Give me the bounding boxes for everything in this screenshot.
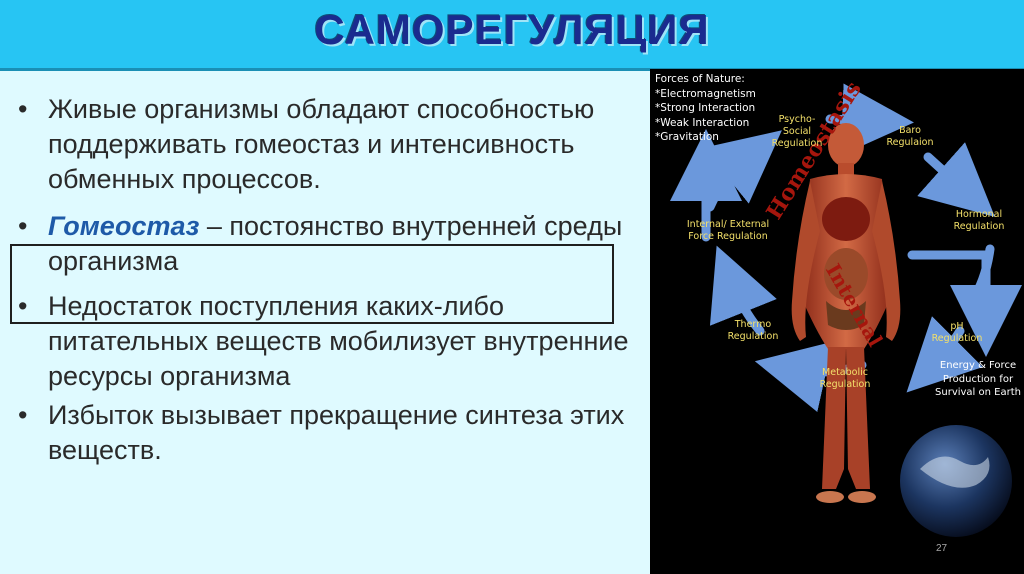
forces-of-nature-list: Forces of Nature: *Electromagnetism *Str…	[655, 72, 756, 145]
slide-number: 27	[936, 543, 948, 554]
energy-force-text: Energy & Force Production for Survival o…	[935, 360, 1021, 398]
label-baro: Baro Regulaion	[886, 125, 934, 148]
bullet-dot: •	[18, 94, 28, 124]
label-ph: pH Regulation	[931, 321, 983, 344]
forces-title: Forces of Nature:	[655, 73, 745, 85]
label-thermo: Thermo Regulation	[727, 319, 779, 342]
slide-title: САМОРЕГУЛЯЦИЯ	[314, 6, 710, 53]
definition-box	[10, 244, 614, 324]
bullet-text: Живые организмы обладают способностью по…	[48, 94, 595, 194]
bullet-list: • Живые организмы обладают способностью …	[14, 92, 644, 470]
bullet-text: – постоянство внутренней среды организма	[48, 211, 623, 276]
bullet-dot: •	[18, 211, 28, 241]
homeostasis-diagram-image: Homeostasis Internal Forces of Nature: *…	[650, 69, 1024, 574]
bullet-dot: •	[18, 400, 28, 430]
bullet-item-definition: • Гомеостаз – постоянство внутренней сре…	[14, 209, 644, 279]
homeostasis-illustration: Homeostasis Internal	[670, 77, 1022, 537]
bullet-text: Недостаток поступления каких-либо питате…	[48, 291, 629, 391]
force-item: *Strong Interaction	[655, 102, 756, 114]
human-anatomy-figure	[791, 123, 901, 503]
bullet-item: • Живые организмы обладают способностью …	[14, 92, 644, 197]
force-item: *Weak Interaction	[655, 116, 750, 129]
label-psycho-social: Psycho- Social Regulation	[771, 114, 823, 149]
force-item: *Gravitation	[655, 131, 719, 143]
term-homeostasis: Гомеостаз	[48, 211, 200, 241]
bullet-item: • Недостаток поступления каких-либо пита…	[14, 289, 644, 394]
bullet-dot: •	[18, 291, 28, 321]
label-internal-external: Internal/ External Force Regulation	[686, 219, 770, 242]
bullet-item: • Избыток вызывает прекращение синтеза э…	[14, 398, 644, 468]
label-hormonal: Hormonal Regulation	[953, 209, 1005, 232]
force-item: *Electromagnetism	[655, 87, 756, 100]
regulation-cycle-arrows	[670, 83, 1022, 412]
earth-cloud	[920, 456, 990, 488]
title-bar	[0, 0, 1024, 71]
label-metabolic: Metabolic Regulation	[819, 367, 871, 390]
bullet-text: Избыток вызывает прекращение синтеза эти…	[48, 400, 625, 465]
